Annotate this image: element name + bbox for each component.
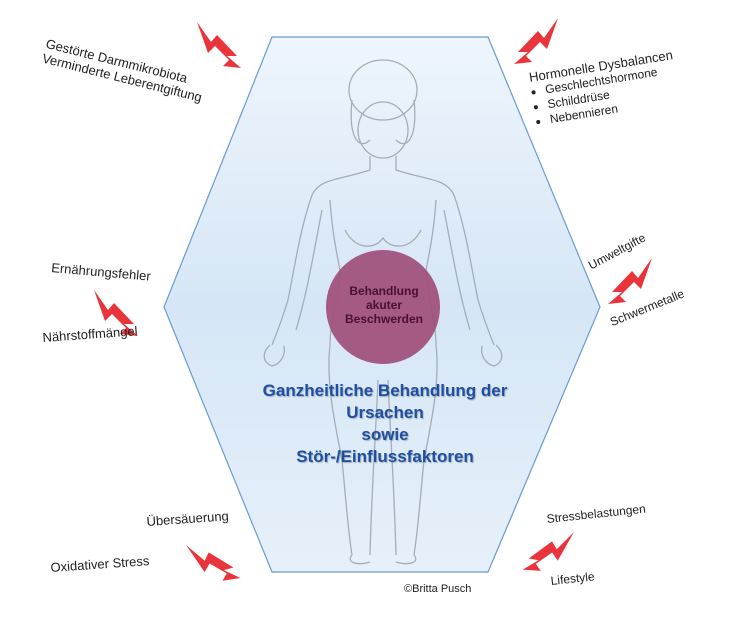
main-caption: Ganzheitliche Behandlung der Ursachen so… [200,380,570,468]
acute-treatment-circle [326,250,440,364]
main-line: Stör-/Einflussfaktoren [296,447,474,466]
circle-caption: Behandlung akuter Beschwerden [330,284,438,326]
circle-line: akuter [365,298,403,312]
circle-line: Behandlung [349,284,419,298]
lightning-icon [514,18,558,64]
lightning-icon [197,22,241,68]
main-line: sowie [361,425,409,444]
main-line: Ganzheitliche Behandlung der [262,381,508,400]
lightning-icon [608,258,652,304]
circle-line: Beschwerden [344,312,424,326]
copyright-notice: ©Britta Pusch [404,583,472,595]
lightning-icon [522,524,574,578]
lightning-icon [186,533,241,590]
main-line: Ursachen [346,403,424,422]
